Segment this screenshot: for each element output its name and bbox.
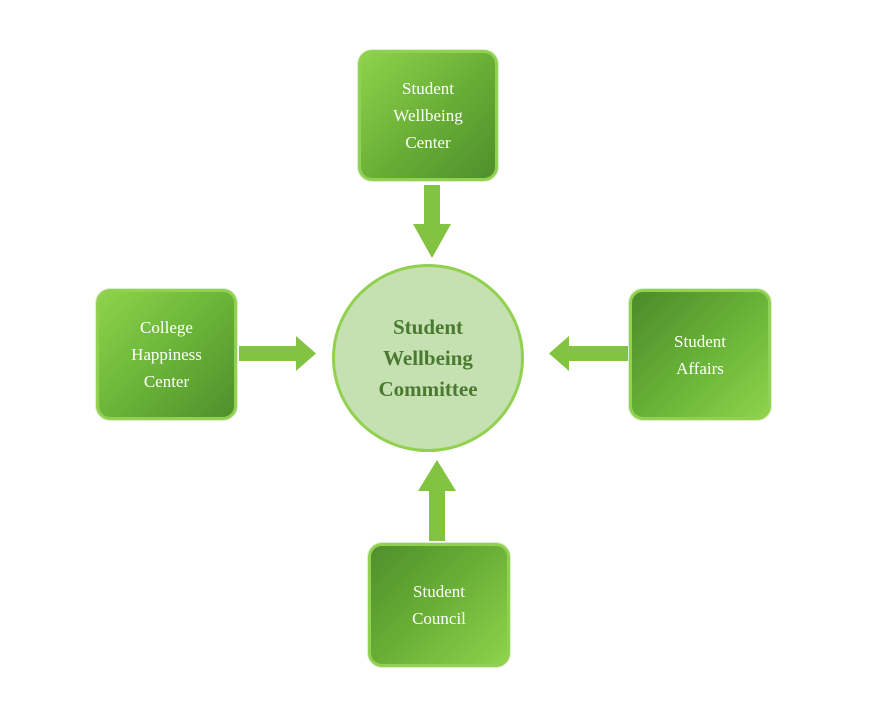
- node-student-council: Student Council: [368, 543, 510, 667]
- node-label: Student Council: [412, 582, 466, 628]
- arrow-left-to-center: [239, 336, 316, 371]
- arrow-top-to-center: [413, 185, 451, 258]
- hub-student-wellbeing-committee: Student Wellbeing Committee: [332, 264, 524, 452]
- arrow-bottom-to-center: [418, 460, 456, 541]
- node-college-happiness-center: College Happiness Center: [96, 289, 237, 420]
- node-label: Student Wellbeing Center: [393, 79, 463, 152]
- arrow-right-to-center: [549, 336, 628, 371]
- node-student-wellbeing-center: Student Wellbeing Center: [358, 50, 498, 181]
- node-label: Student Affairs: [674, 331, 726, 378]
- hub-label: Student Wellbeing Committee: [378, 314, 478, 401]
- node-student-affairs: Student Affairs: [629, 289, 771, 420]
- node-label: College Happiness Center: [131, 318, 202, 391]
